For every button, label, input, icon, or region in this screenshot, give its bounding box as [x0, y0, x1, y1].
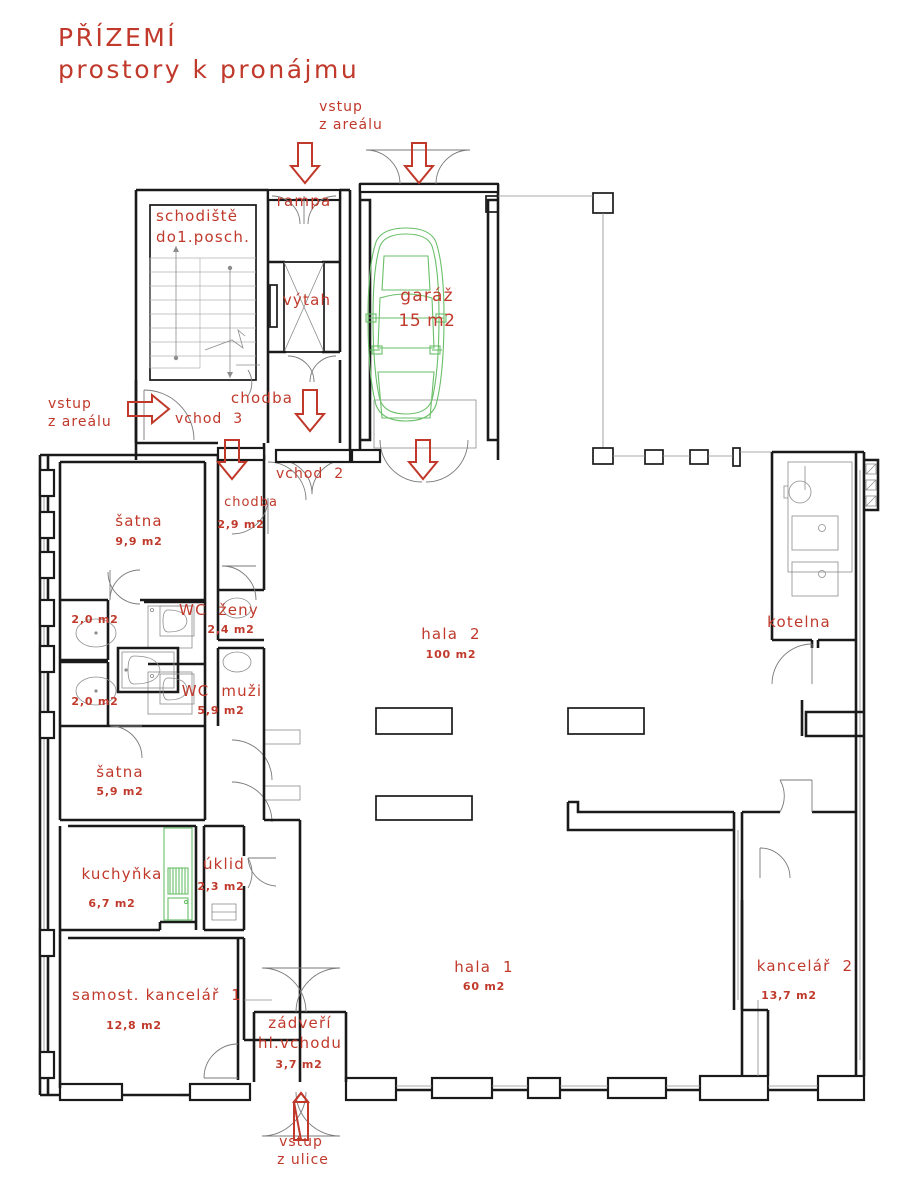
room-area-kuchynka: 6,7 m2	[88, 897, 136, 910]
room-label-vytah: výtah	[282, 291, 332, 309]
courtyard-columns	[498, 192, 772, 467]
room-label-wc-muzi: WC muži	[181, 682, 263, 700]
room-area-sprcha-2: 2,0 m2	[71, 695, 119, 708]
room-label-uklid: úklid	[202, 855, 246, 873]
entrance-top-label-line1: vstup	[319, 99, 363, 115]
door-marker-vchod-2: vchod 2	[276, 466, 345, 482]
room-area-wc-muzi: 5,9 m2	[197, 704, 245, 717]
entrance-left-label-line2: z areálu	[48, 414, 112, 430]
room-area-wc-zeny: 2,4 m2	[207, 623, 255, 636]
kotelna-walls	[770, 452, 856, 736]
entrance-left-label-line1: vstup	[48, 396, 92, 412]
room-area-chodba-2: 2,9 m2	[217, 518, 265, 531]
room-label-wc-zeny: WC ženy	[179, 601, 259, 619]
room-area-kancelar-1: 12,8 m2	[106, 1019, 162, 1032]
hall-walls	[244, 707, 856, 1137]
room-label-schodiste: schodiště	[156, 207, 239, 225]
entrance-bottom-label-line2: z ulice	[277, 1152, 329, 1168]
room-area-sprcha-1: 2,0 m2	[71, 613, 119, 626]
room-area-hala-2: 100 m2	[425, 648, 477, 661]
entrance-bottom-label-line1: vstup	[279, 1134, 323, 1150]
room-label-hala-2: hala 2	[421, 625, 481, 643]
room-label-hala-1: hala 1	[454, 958, 514, 976]
room-label-kotelna: kotelna	[767, 613, 831, 631]
room-label-satna-2: šatna	[96, 763, 144, 781]
room-label-satna-1: šatna	[115, 512, 163, 530]
room-area-hala-1: 60 m2	[462, 980, 506, 993]
entrance-top-label-line2: z areálu	[319, 117, 383, 133]
door-marker-vchod-3: vchod 3	[175, 411, 244, 427]
corridor-walls	[134, 364, 382, 601]
room-area-garaz: 15 m2	[398, 311, 456, 331]
room-label-chodba-1: chodba	[230, 389, 294, 407]
room-label-schodiste-2: do1.posch.	[156, 228, 251, 246]
room-label-chodba-2: chodba	[224, 495, 278, 510]
main-building-walls	[38, 450, 880, 1102]
room-label-kuchynka: kuchyňka	[81, 865, 163, 883]
room-label-kancelar-2: kancelář 2	[756, 957, 854, 975]
room-label-rampa: rampa	[276, 192, 332, 210]
car-symbol	[365, 227, 447, 422]
room-label-zadveri-2: hl.vchodu	[257, 1034, 343, 1052]
page-title-line2: prostory k pronájmu	[58, 55, 360, 84]
room-area-uklid: 2,3 m2	[197, 880, 245, 893]
room-area-satna-1: 9,9 m2	[115, 535, 163, 548]
room-label-garaz: garáž	[400, 286, 454, 306]
entrance-arrows	[127, 142, 440, 1141]
kancelar2-walls	[740, 847, 791, 1076]
room-label-zadveri: zádveří	[268, 1014, 332, 1032]
room-label-kancelar-1: samost. kancelář 1	[71, 986, 243, 1004]
room-area-satna-2: 5,9 m2	[96, 785, 144, 798]
left-rooms-walls	[58, 460, 301, 1088]
room-area-zadveri: 3,7 m2	[275, 1058, 323, 1071]
page-title-line1: PŘÍZEMÍ	[58, 23, 178, 52]
top-block-walls	[134, 149, 500, 483]
room-area-kancelar-2: 13,7 m2	[761, 989, 817, 1002]
